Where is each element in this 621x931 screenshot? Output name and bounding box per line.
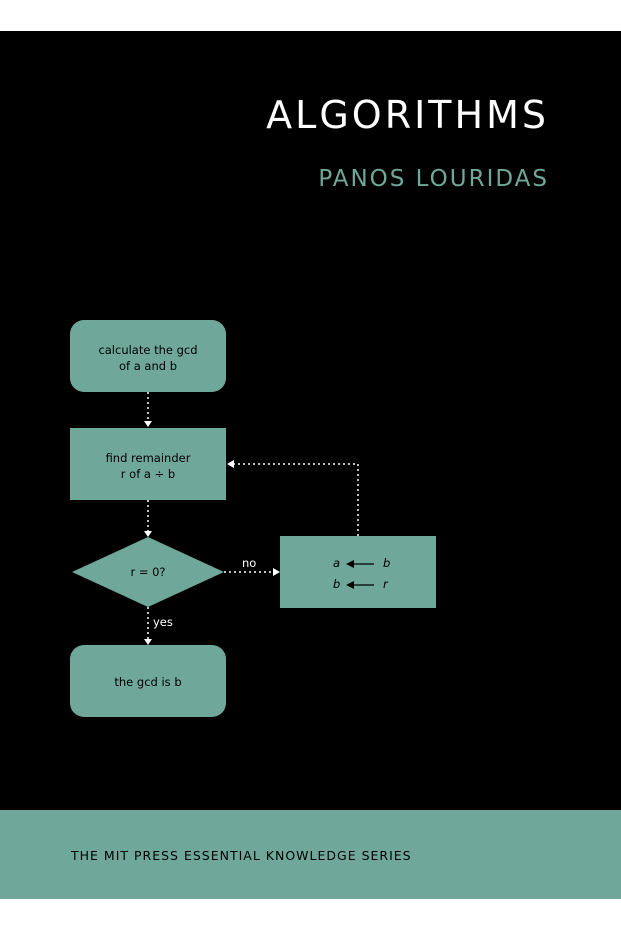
flow-end-box (70, 645, 226, 717)
flow-start-box (70, 320, 226, 392)
assign-arrow-a-icon (346, 560, 354, 568)
flow-remainder-line2: r of a ÷ b (121, 467, 175, 481)
arrowhead-yes (144, 639, 152, 645)
gcd-flowchart: calculate the gcd of a and b find remain… (70, 320, 436, 717)
flow-start-line1: calculate the gcd (98, 343, 197, 357)
connector-loop-back (234, 463, 359, 536)
flow-no-label: no (242, 556, 256, 570)
flow-decision-diamond (72, 537, 224, 607)
flow-remainder-box (70, 428, 226, 500)
flow-yes-label: yes (153, 615, 173, 629)
series-band: THE MIT PRESS ESSENTIAL KNOWLEDGE SERIES (0, 810, 621, 899)
series-name: THE MIT PRESS ESSENTIAL KNOWLEDGE SERIES (71, 848, 412, 863)
arrowhead-start-step (144, 421, 152, 427)
flow-assign-b: b (333, 577, 340, 591)
arrowhead-step-decision (144, 531, 152, 537)
book-cover: ALGORITHMS PANOS LOURIDAS calculate the … (0, 31, 621, 899)
flow-assign-a: a (333, 556, 340, 570)
flow-start-line2: of a and b (119, 359, 177, 373)
flow-end-label: the gcd is b (114, 675, 181, 689)
flow-remainder-line1: find remainder (106, 451, 191, 465)
flow-assign-a-value: b (383, 556, 390, 570)
arrowhead-no (273, 568, 280, 576)
flow-assign-box (280, 536, 436, 608)
book-title: ALGORITHMS (266, 93, 549, 137)
flow-decision-label: r = 0? (130, 565, 165, 579)
book-author: PANOS LOURIDAS (318, 166, 549, 192)
arrowhead-loop-back (227, 460, 234, 468)
assign-arrow-b-icon (346, 581, 354, 589)
flow-assign-b-value: r (383, 577, 389, 591)
